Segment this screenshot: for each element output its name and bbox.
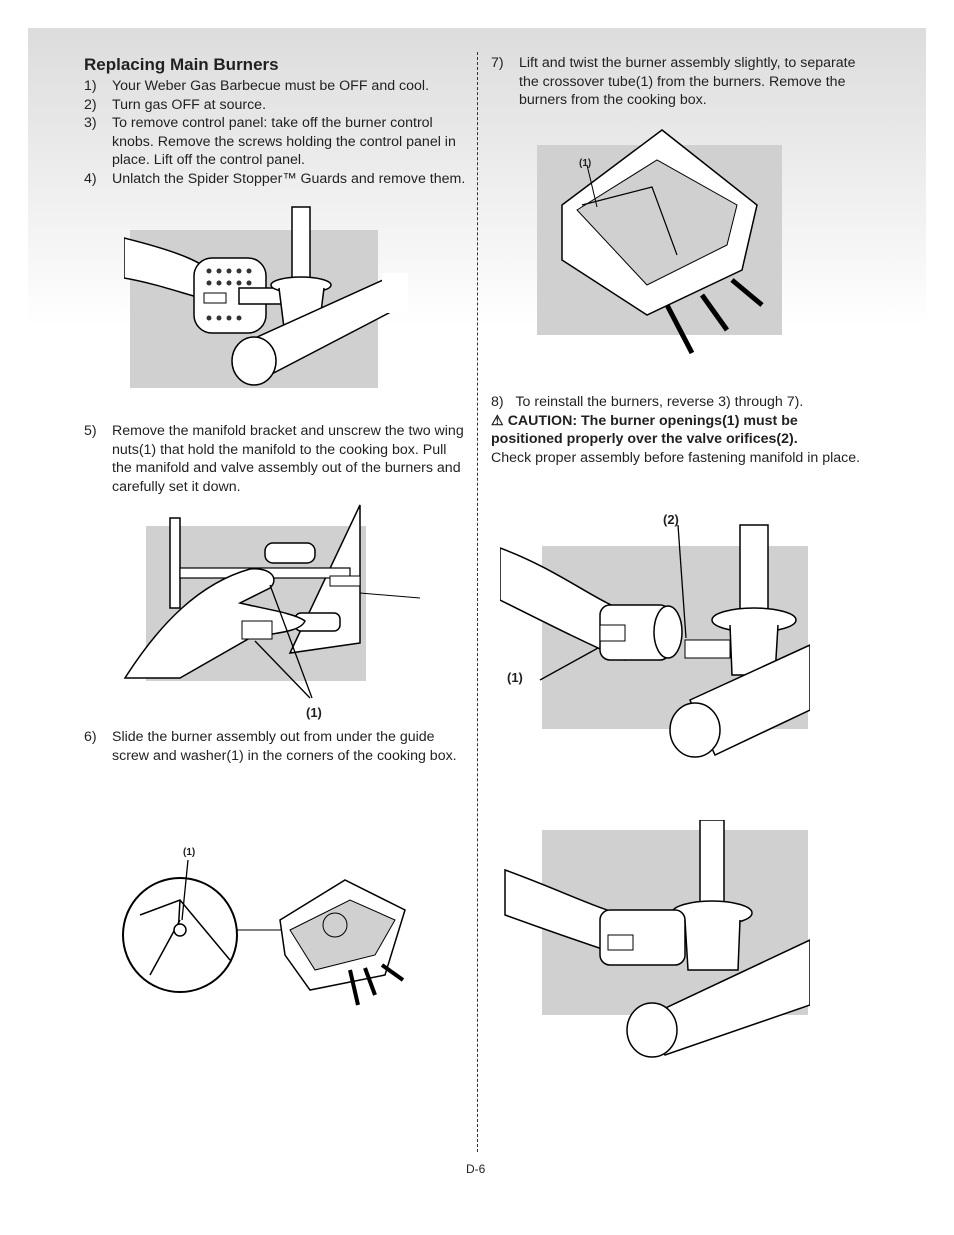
figure-reinstall-assembled [504,820,810,1058]
figure-crossover-tube [537,129,782,355]
callout-burner-opening: (1) [507,670,523,685]
callout-guide-screw: (1) [183,847,196,858]
step-8-after: Check proper assembly before fastening m… [491,449,861,466]
step-5: 5)Remove the manifold bracket and unscre… [84,423,464,495]
step-7-block: 7)Lift and twist the burner assembly sli… [491,54,861,110]
step-1: 1)Your Weber Gas Barbecue must be OFF an… [84,78,430,94]
figure-manifold-removal [123,504,420,699]
step-4: 4)Unlatch the Spider Stopper™ Guards and… [84,170,466,187]
step-8: 8) To reinstall the burners, reverse 3) … [491,394,804,410]
warning-icon: ⚠ [491,412,504,429]
step-6-block: 6)Slide the burner assembly out from und… [84,728,469,765]
figure-reinstall-separate [500,524,810,758]
caution-text: ⚠ CAUTION: The burner openings(1) must b… [491,412,798,448]
callout-valve-orifice: (2) [663,512,679,527]
column-divider [477,52,478,1152]
callout-crossover: (1) [579,158,592,169]
step-6: 6)Slide the burner assembly out from und… [84,729,457,764]
step-3: 3)To remove control panel: take off the … [84,115,456,169]
figure-guide-screw [122,860,406,1006]
step-2: 2)Turn gas OFF at source. [84,96,267,113]
step-5-block: 5)Remove the manifold bracket and unscre… [84,422,469,496]
callout-wing-nuts: (1) [306,705,322,720]
step-8-block: 8) To reinstall the burners, reverse 3) … [491,393,861,467]
steps-1-4: 1)Your Weber Gas Barbecue must be OFF an… [84,77,469,189]
figure-guard-removal [124,206,408,388]
page-number: D-6 [466,1162,486,1176]
step-7: 7)Lift and twist the burner assembly sli… [491,55,856,109]
section-title: Replacing Main Burners [84,55,279,74]
